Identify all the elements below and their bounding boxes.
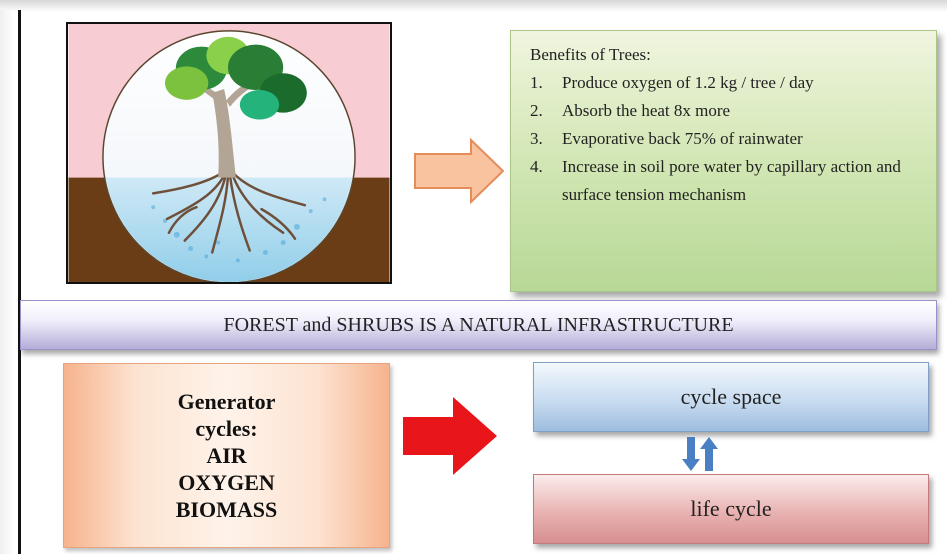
infrastructure-banner: FOREST and SHRUBS IS A NATURAL INFRASTRU… <box>20 300 937 350</box>
benefit-item: 2. Absorb the heat 8x more <box>530 97 926 125</box>
benefit-text: Absorb the heat 8x more <box>562 101 731 120</box>
benefit-number: 4. <box>530 157 543 176</box>
generator-line: AIR <box>206 443 247 468</box>
banner-text: FOREST and SHRUBS IS A NATURAL INFRASTRU… <box>223 313 734 336</box>
right-arrow-icon <box>414 138 505 204</box>
left-shade <box>0 10 14 554</box>
benefits-title: Benefits of Trees: <box>530 45 651 64</box>
benefit-item: 4. Increase in soil pore water by capilla… <box>530 153 926 209</box>
benefit-number: 2. <box>530 101 543 120</box>
generator-cycles-box: Generator cycles: AIR OXYGEN BIOMASS <box>63 363 390 548</box>
life-cycle-label: life cycle <box>690 496 772 521</box>
generator-line: OXYGEN <box>178 470 275 495</box>
top-shade <box>0 0 947 12</box>
cycle-space-box: cycle space <box>533 362 929 432</box>
cycle-space-label: cycle space <box>680 384 782 409</box>
up-down-arrows-icon <box>682 437 718 471</box>
generator-line: cycles: <box>195 416 258 441</box>
left-border-line <box>18 10 21 554</box>
benefit-number: 1. <box>530 73 543 92</box>
benefit-text: Produce oxygen of 1.2 kg / tree / day <box>562 73 814 92</box>
life-cycle-box: life cycle <box>533 474 929 544</box>
benefit-number: 3. <box>530 129 543 148</box>
benefits-list: 1.Produce oxygen of 1.2 kg / tree / day … <box>530 69 926 209</box>
benefits-box: Benefits of Trees: 1. Produce oxygen of 1… <box>510 30 937 292</box>
benefit-item: 3. Evaporative back 75% of rainwater <box>530 125 926 153</box>
tree-illustration <box>66 22 392 284</box>
benefit-item: 1. Produce oxygen of 1.2 kg / tree / day <box>530 69 926 97</box>
benefit-text: Evaporative back 75% of rainwater <box>562 129 803 148</box>
tree-icon <box>68 24 390 282</box>
generator-line: BIOMASS <box>175 497 278 522</box>
right-arrow-icon <box>403 397 497 475</box>
generator-line: Generator <box>177 389 276 414</box>
benefit-text: Increase in soil pore water by capillary… <box>562 157 901 204</box>
